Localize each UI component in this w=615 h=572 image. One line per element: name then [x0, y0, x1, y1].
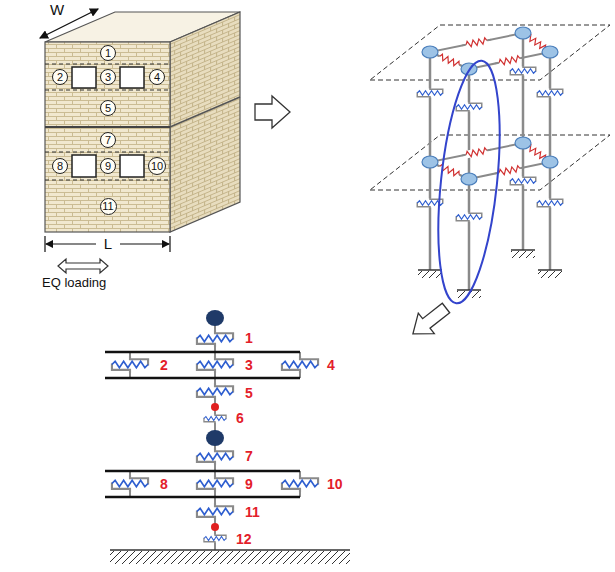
- callout-circle: 2: [52, 69, 68, 85]
- callout-circle: 10: [148, 157, 166, 175]
- callout-circle: 5: [100, 100, 116, 116]
- load-arrow: [58, 259, 108, 273]
- spandrel-spring: [434, 31, 551, 180]
- callout-circle: 7: [100, 132, 116, 148]
- frame-model: [370, 25, 610, 306]
- callout-number: 8: [57, 161, 63, 172]
- callout-number: 11: [102, 201, 113, 212]
- pier-boundary: [45, 64, 170, 180]
- callout-number: 9: [105, 161, 111, 172]
- load-label: EQ loading: [42, 276, 106, 291]
- callout-number: 4: [154, 72, 160, 83]
- callout-number: 10: [151, 161, 163, 172]
- callout-circle: 8: [52, 158, 68, 174]
- transition-arrow: [405, 298, 454, 344]
- spring-number: 10: [327, 476, 343, 492]
- callout-circle: 11: [100, 198, 117, 215]
- spring-number: 9: [245, 476, 253, 492]
- spring-number: 12: [236, 531, 252, 547]
- floor-line: [45, 126, 170, 128]
- spring-number: 7: [245, 448, 253, 464]
- dimension-lines: [40, 9, 170, 273]
- width-arrow: [40, 9, 98, 38]
- spring-number: 5: [245, 385, 253, 401]
- spring-number: 6: [236, 410, 244, 426]
- column-line: [430, 33, 550, 290]
- front-wall: [45, 42, 170, 232]
- spring-number: 4: [327, 357, 335, 373]
- dimension-label: L: [104, 235, 112, 252]
- spring-number: 2: [160, 357, 168, 373]
- callout-number: 1: [105, 48, 111, 59]
- shear-spring: [416, 65, 565, 223]
- length-arrow: [120, 243, 169, 244]
- spring-number: 8: [160, 476, 168, 492]
- masonry-building: [45, 12, 240, 232]
- spring-number: 11: [245, 504, 260, 520]
- transition-arrow: [255, 96, 290, 128]
- length-arrow: [46, 243, 96, 244]
- spring-element: [110, 330, 320, 544]
- callout-circle: 9: [100, 158, 116, 174]
- connector-stub: [130, 352, 300, 497]
- side-wall: [170, 12, 240, 232]
- floor-line: [170, 97, 240, 127]
- highlight-ellipse: [428, 58, 509, 307]
- hinge-dot: [211, 403, 219, 531]
- callout-number: 3: [105, 72, 111, 83]
- storey-node: [206, 310, 224, 446]
- dimension-label: W: [50, 1, 64, 18]
- spring-number: 3: [245, 357, 253, 373]
- ground: [110, 550, 350, 564]
- column-detail: [105, 310, 350, 564]
- dimension-tick: [45, 236, 170, 252]
- spring-number: 1: [245, 330, 253, 346]
- window: [72, 67, 144, 177]
- callout-circle: 1: [100, 45, 116, 61]
- callout-circle: 3: [100, 69, 116, 85]
- callout-circle: 4: [149, 69, 165, 85]
- beam-line: [430, 33, 550, 179]
- callout-number: 5: [105, 103, 111, 114]
- spandrel-beam: [105, 352, 300, 497]
- floor-plane: [370, 25, 610, 190]
- callout-number: 2: [57, 72, 63, 83]
- callout-number: 7: [105, 135, 111, 146]
